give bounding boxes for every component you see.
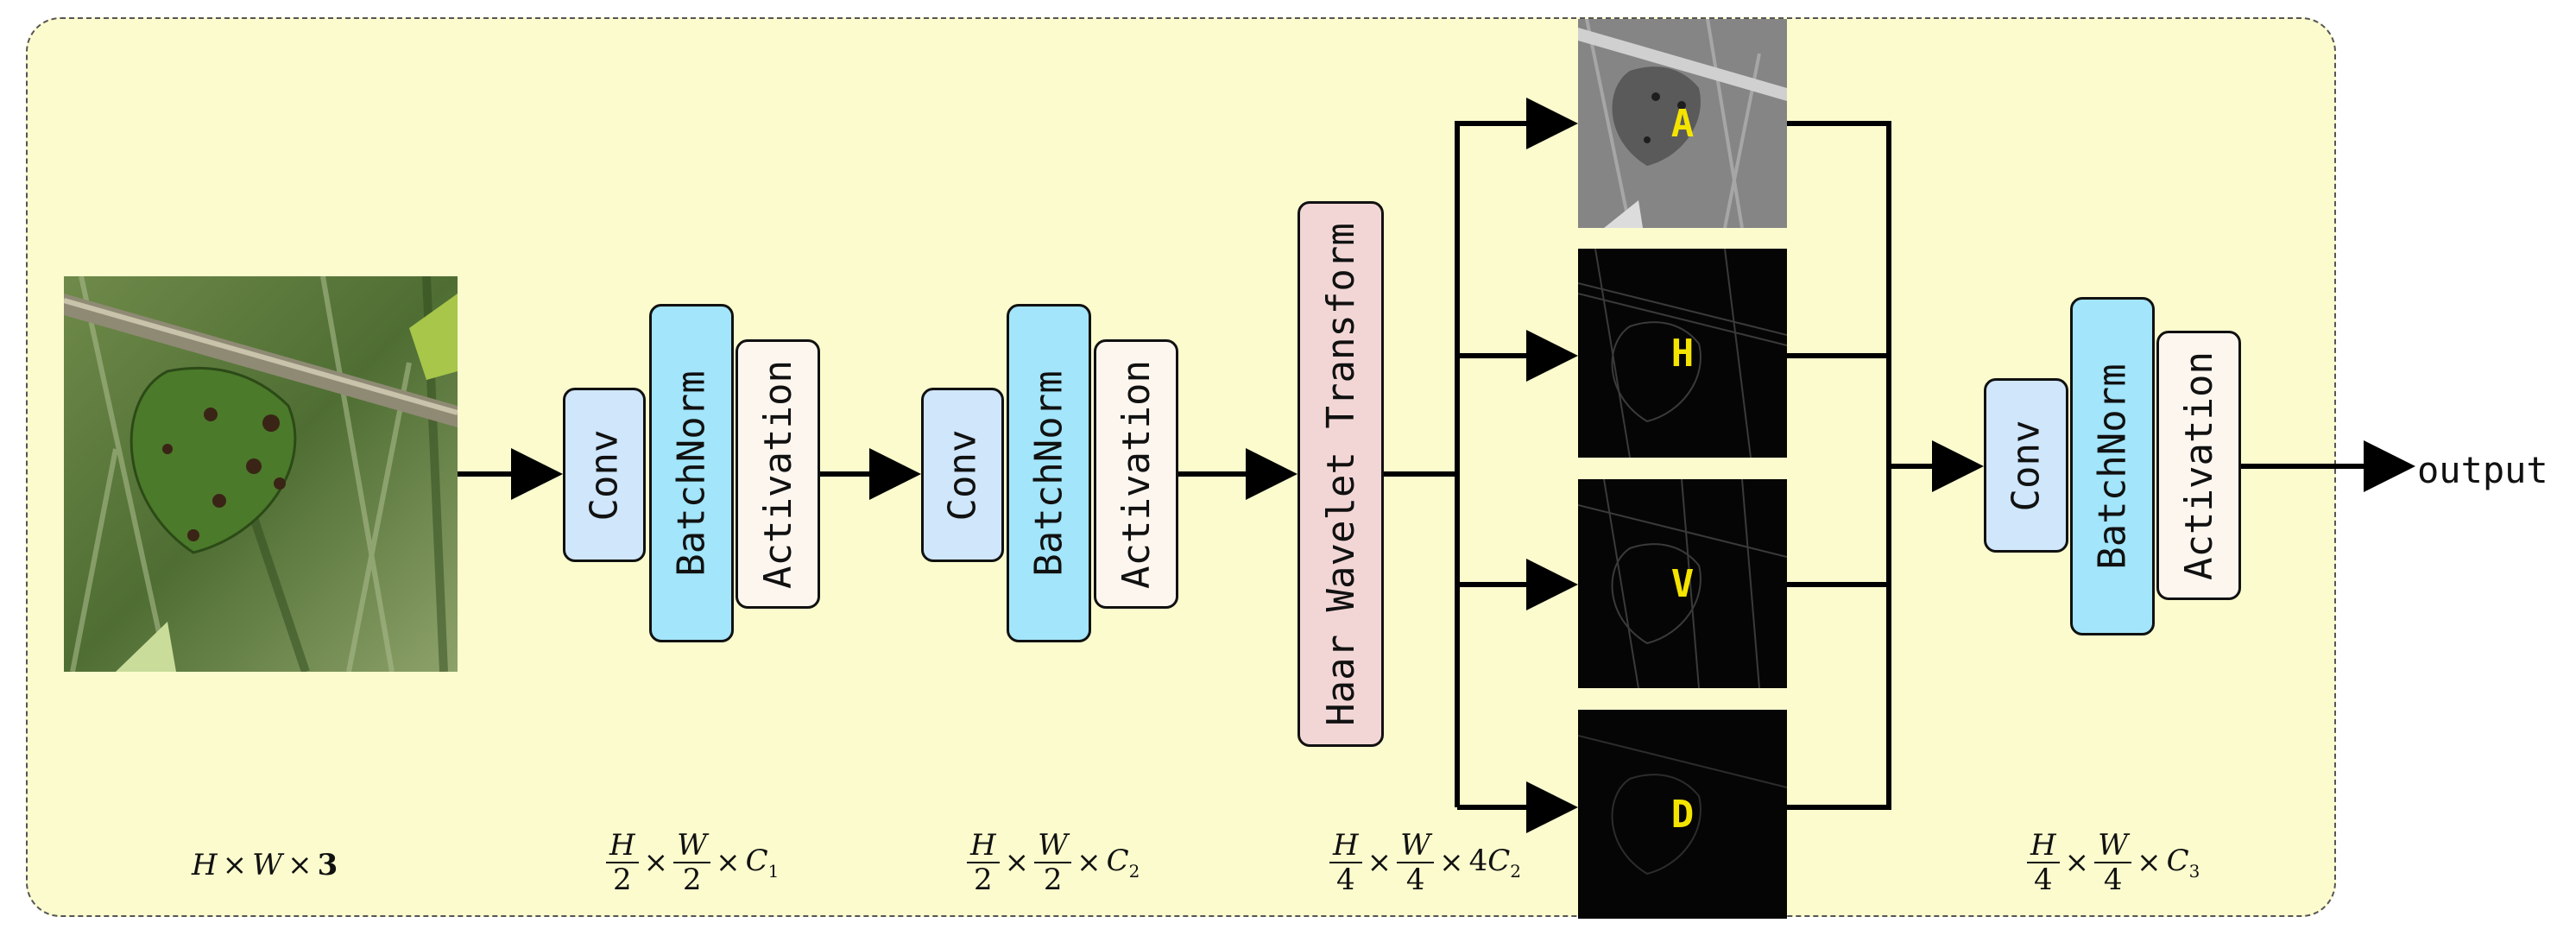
subband-h-label: H [1670,331,1695,376]
subband-a-image: A [1578,19,1787,228]
conv-block-1: Conv [563,388,646,562]
batchnorm-block-3: BatchNorm [2070,297,2155,635]
subband-h-image: H [1578,249,1787,458]
batchnorm-block-2: BatchNorm [1007,304,1091,642]
dim-input: H× W× 3 [192,848,338,882]
conv-block-3: Conv [1984,378,2068,553]
subband-v-label: V [1670,561,1695,606]
subband-d-label: D [1670,792,1695,837]
activation-block-3: Activation [2156,331,2241,600]
conv-block-2: Conv [921,388,1004,562]
output-label: output [2417,449,2548,491]
batchnorm-block-1: BatchNorm [649,304,734,642]
activation-block-2: Activation [1094,339,1178,609]
subband-d-image: D [1578,710,1787,919]
haar-wavelet-block: Haar Wavelet Transform [1297,201,1384,747]
subband-a-label: A [1670,101,1695,146]
input-leaf-image [64,276,458,672]
activation-block-1: Activation [736,339,820,609]
subband-v-image: V [1578,479,1787,688]
